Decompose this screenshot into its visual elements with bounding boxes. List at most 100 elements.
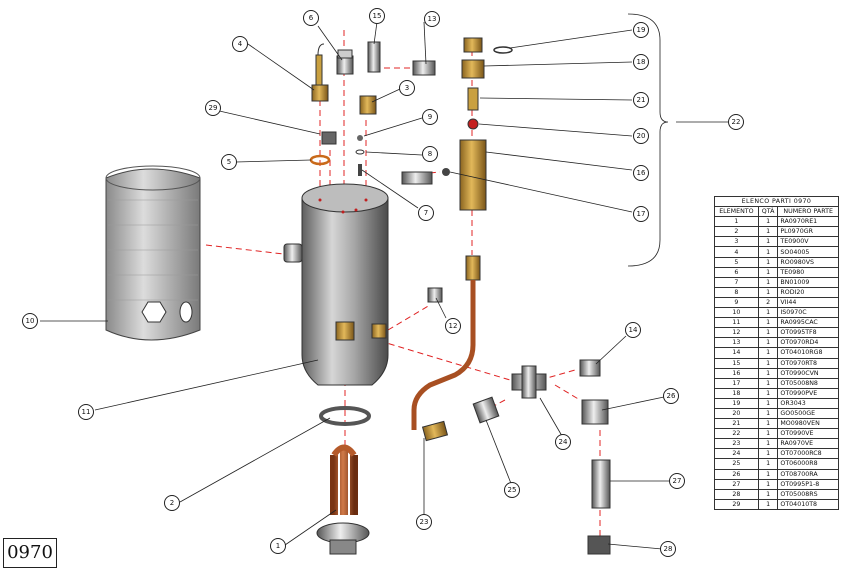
callout-label: 13 bbox=[428, 15, 437, 23]
column-header-qty: QTÀ bbox=[757, 206, 779, 218]
element-cell: 12 bbox=[714, 327, 759, 339]
element-cell: 3 bbox=[714, 236, 759, 248]
element-cell: 19 bbox=[714, 397, 759, 409]
part-number-cell: OT07000RC8 bbox=[777, 448, 839, 460]
callout-11: 11 bbox=[78, 404, 94, 420]
callout-16: 16 bbox=[633, 165, 649, 181]
callout-23: 23 bbox=[416, 514, 432, 530]
part-number-cell: RA0995CAC bbox=[777, 317, 839, 329]
part-number-cell: RO0980VS bbox=[777, 256, 839, 268]
callout-20: 20 bbox=[633, 128, 649, 144]
qty-cell: 1 bbox=[757, 397, 779, 409]
callout-circle bbox=[369, 8, 385, 24]
callout-circle bbox=[221, 154, 237, 170]
part-number-cell: OT05008RS bbox=[777, 488, 839, 500]
callout-9: 9 bbox=[422, 109, 438, 125]
element-cell: 9 bbox=[714, 296, 759, 309]
callout-circle bbox=[422, 146, 438, 162]
column-header-part-number: NUMERO PARTE bbox=[777, 206, 839, 218]
callout-22: 22 bbox=[728, 114, 744, 130]
callout-circle bbox=[633, 92, 649, 108]
element-cell: 22 bbox=[714, 428, 759, 440]
callout-label: 20 bbox=[637, 132, 646, 140]
callout-circle bbox=[270, 538, 286, 554]
callout-circle bbox=[422, 109, 438, 125]
callout-27: 27 bbox=[669, 473, 685, 489]
qty-cell: 1 bbox=[757, 448, 779, 460]
callout-label: 19 bbox=[637, 26, 646, 34]
part-number-cell: IS0970C bbox=[777, 307, 839, 319]
qty-cell: 2 bbox=[757, 296, 779, 309]
callout-label: 11 bbox=[82, 408, 91, 416]
boiler-body bbox=[283, 183, 389, 386]
qty-cell: 1 bbox=[757, 276, 779, 288]
assembly-lines bbox=[205, 30, 601, 540]
part-number-cell: OT0995TF8 bbox=[777, 327, 839, 339]
element-cell: 29 bbox=[714, 498, 759, 510]
qty-cell: 1 bbox=[757, 236, 779, 248]
element-cell: 24 bbox=[714, 448, 759, 460]
callout-label: 27 bbox=[673, 477, 682, 485]
part-number-cell: SO04005 bbox=[777, 246, 839, 258]
qty-cell: 1 bbox=[757, 307, 779, 319]
callout-label: 18 bbox=[637, 58, 646, 66]
callout-2: 2 bbox=[164, 495, 180, 511]
element-cell: 25 bbox=[714, 458, 759, 470]
qty-cell: 1 bbox=[757, 407, 779, 420]
callout-21: 21 bbox=[633, 92, 649, 108]
column-header-element: ELEMENTO bbox=[714, 206, 759, 218]
callout-circle bbox=[633, 206, 649, 222]
qty-cell: 1 bbox=[757, 357, 779, 369]
part-number-cell: OT0995P1-8 bbox=[777, 478, 839, 490]
callout-circle bbox=[303, 10, 319, 26]
insulation-sleeve bbox=[105, 165, 201, 341]
callout-label: 24 bbox=[559, 438, 568, 446]
callout-17: 17 bbox=[633, 206, 649, 222]
callout-1: 1 bbox=[270, 538, 286, 554]
part-number-cell: OT0990VE bbox=[777, 428, 839, 440]
element-cell: 8 bbox=[714, 286, 759, 298]
callout-15: 15 bbox=[369, 8, 385, 24]
element-cell: 4 bbox=[714, 246, 759, 258]
qty-cell: 1 bbox=[757, 216, 779, 228]
callout-circle bbox=[78, 404, 94, 420]
part-number-cell: OT04010RG8 bbox=[777, 347, 839, 359]
qty-cell: 1 bbox=[757, 458, 779, 470]
element-cell: 2 bbox=[714, 226, 759, 238]
qty-cell: 1 bbox=[757, 428, 779, 440]
callout-circle bbox=[164, 495, 180, 511]
element-cell: 15 bbox=[714, 357, 759, 369]
group-bracket bbox=[627, 13, 669, 267]
part-number-cell: TE0900V bbox=[777, 236, 839, 248]
callout-28: 28 bbox=[660, 541, 676, 557]
part-number-cell: OT08700RA bbox=[777, 468, 839, 480]
qty-cell: 1 bbox=[757, 246, 779, 258]
callout-circle bbox=[418, 205, 434, 221]
part-number-cell: OT0970RT8 bbox=[777, 357, 839, 369]
callout-25: 25 bbox=[504, 482, 520, 498]
callout-circle bbox=[504, 482, 520, 498]
callout-circle bbox=[424, 11, 440, 27]
callout-label: 10 bbox=[26, 317, 35, 325]
callout-label: 5 bbox=[227, 158, 231, 166]
part-number-cell: OR3043 bbox=[777, 397, 839, 409]
callout-8: 8 bbox=[422, 146, 438, 162]
callout-label: 26 bbox=[667, 392, 676, 400]
